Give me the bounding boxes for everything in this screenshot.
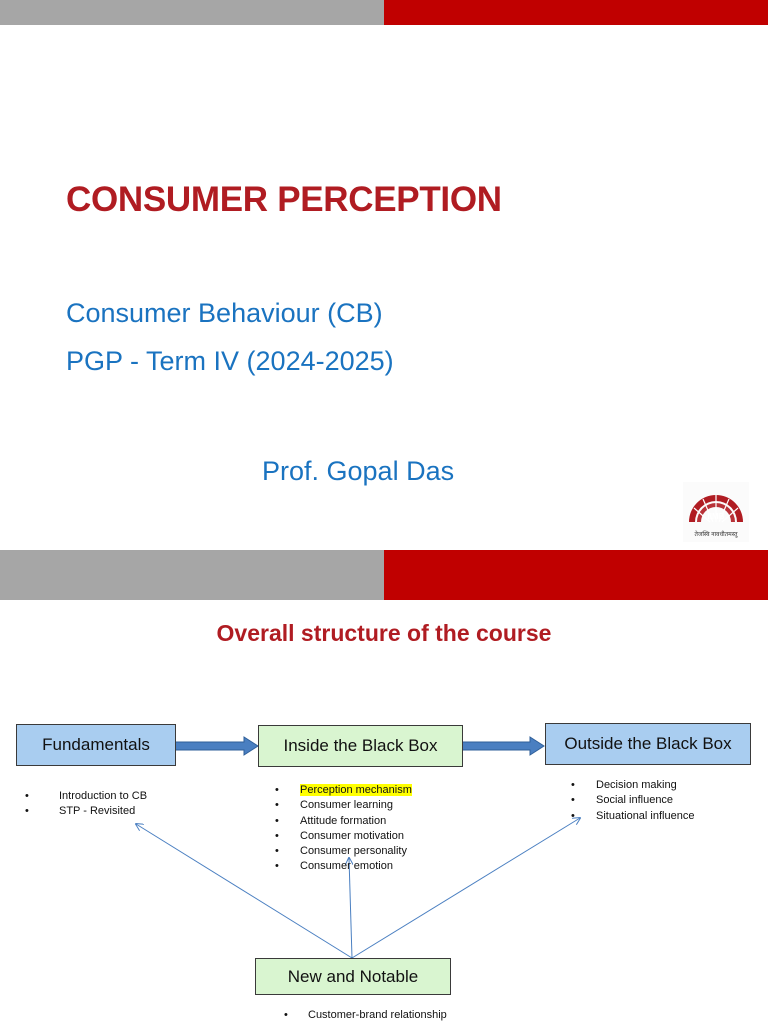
box-new-and-notable: New and Notable bbox=[255, 958, 451, 995]
iimb-logo-icon: IIMB bbox=[689, 495, 743, 523]
list-item: •Customer-brand relationship bbox=[284, 1009, 447, 1021]
list-item: •Attitude formation bbox=[275, 814, 387, 827]
fundamentals-list: •Introduction to CB •STP - Revisited bbox=[25, 789, 148, 820]
box-inside-black-box: Inside the Black Box bbox=[258, 725, 463, 767]
list-item: •Consumer emotion bbox=[275, 860, 393, 873]
box-outside-black-box: Outside the Black Box bbox=[545, 723, 751, 765]
slide2-top-bar-red bbox=[384, 550, 768, 600]
arrow-fundamentals-to-inside bbox=[174, 736, 259, 756]
list-item: •Perception mechanism bbox=[275, 784, 412, 796]
iimb-logo: IIMB तेजस्वि नावधीतमस्तु bbox=[683, 482, 749, 542]
course-name: Consumer Behaviour (CB) bbox=[66, 298, 383, 328]
list-item: •Consumer motivation bbox=[275, 829, 404, 842]
box-outside-label: Outside the Black Box bbox=[564, 734, 732, 753]
list-item: •Introduction to CB bbox=[25, 790, 148, 802]
list-item: •Decision making bbox=[571, 779, 677, 791]
outside-list: •Decision making •Social influence •Situ… bbox=[571, 778, 695, 824]
list-item: •Situational influence bbox=[571, 809, 695, 822]
list-item: •Consumer learning bbox=[275, 799, 393, 812]
slide1-top-bar-gray bbox=[0, 0, 384, 25]
highlighted-item: Perception mechanism bbox=[300, 784, 412, 796]
svg-text:IIMB: IIMB bbox=[708, 512, 725, 521]
new-notable-list: •Customer-brand relationship bbox=[284, 1008, 447, 1023]
list-item: •Social influence bbox=[571, 794, 674, 807]
box-inside-label: Inside the Black Box bbox=[283, 736, 438, 755]
slide2-top-bar-gray bbox=[0, 550, 384, 600]
connector-arrows bbox=[0, 736, 768, 959]
course-structure-title: Overall structure of the course bbox=[216, 620, 552, 646]
logo-motto: तेजस्वि नावधीतमस्तु bbox=[694, 532, 738, 538]
list-item: •STP - Revisited bbox=[25, 805, 136, 818]
inside-list: •Perception mechanism •Consumer learning… bbox=[275, 783, 412, 875]
professor-name: Prof. Gopal Das bbox=[262, 456, 455, 486]
arrow-inside-to-outside bbox=[461, 736, 545, 756]
slide1-top-bar-red bbox=[384, 0, 768, 25]
box-fundamentals-label: Fundamentals bbox=[42, 735, 150, 754]
course-term: PGP - Term IV (2024-2025) bbox=[66, 346, 394, 376]
box-fundamentals: Fundamentals bbox=[16, 724, 176, 766]
list-item: •Consumer personality bbox=[275, 845, 407, 858]
box-new-notable-label: New and Notable bbox=[287, 966, 419, 986]
slide-title: CONSUMER PERCEPTION bbox=[66, 180, 502, 219]
